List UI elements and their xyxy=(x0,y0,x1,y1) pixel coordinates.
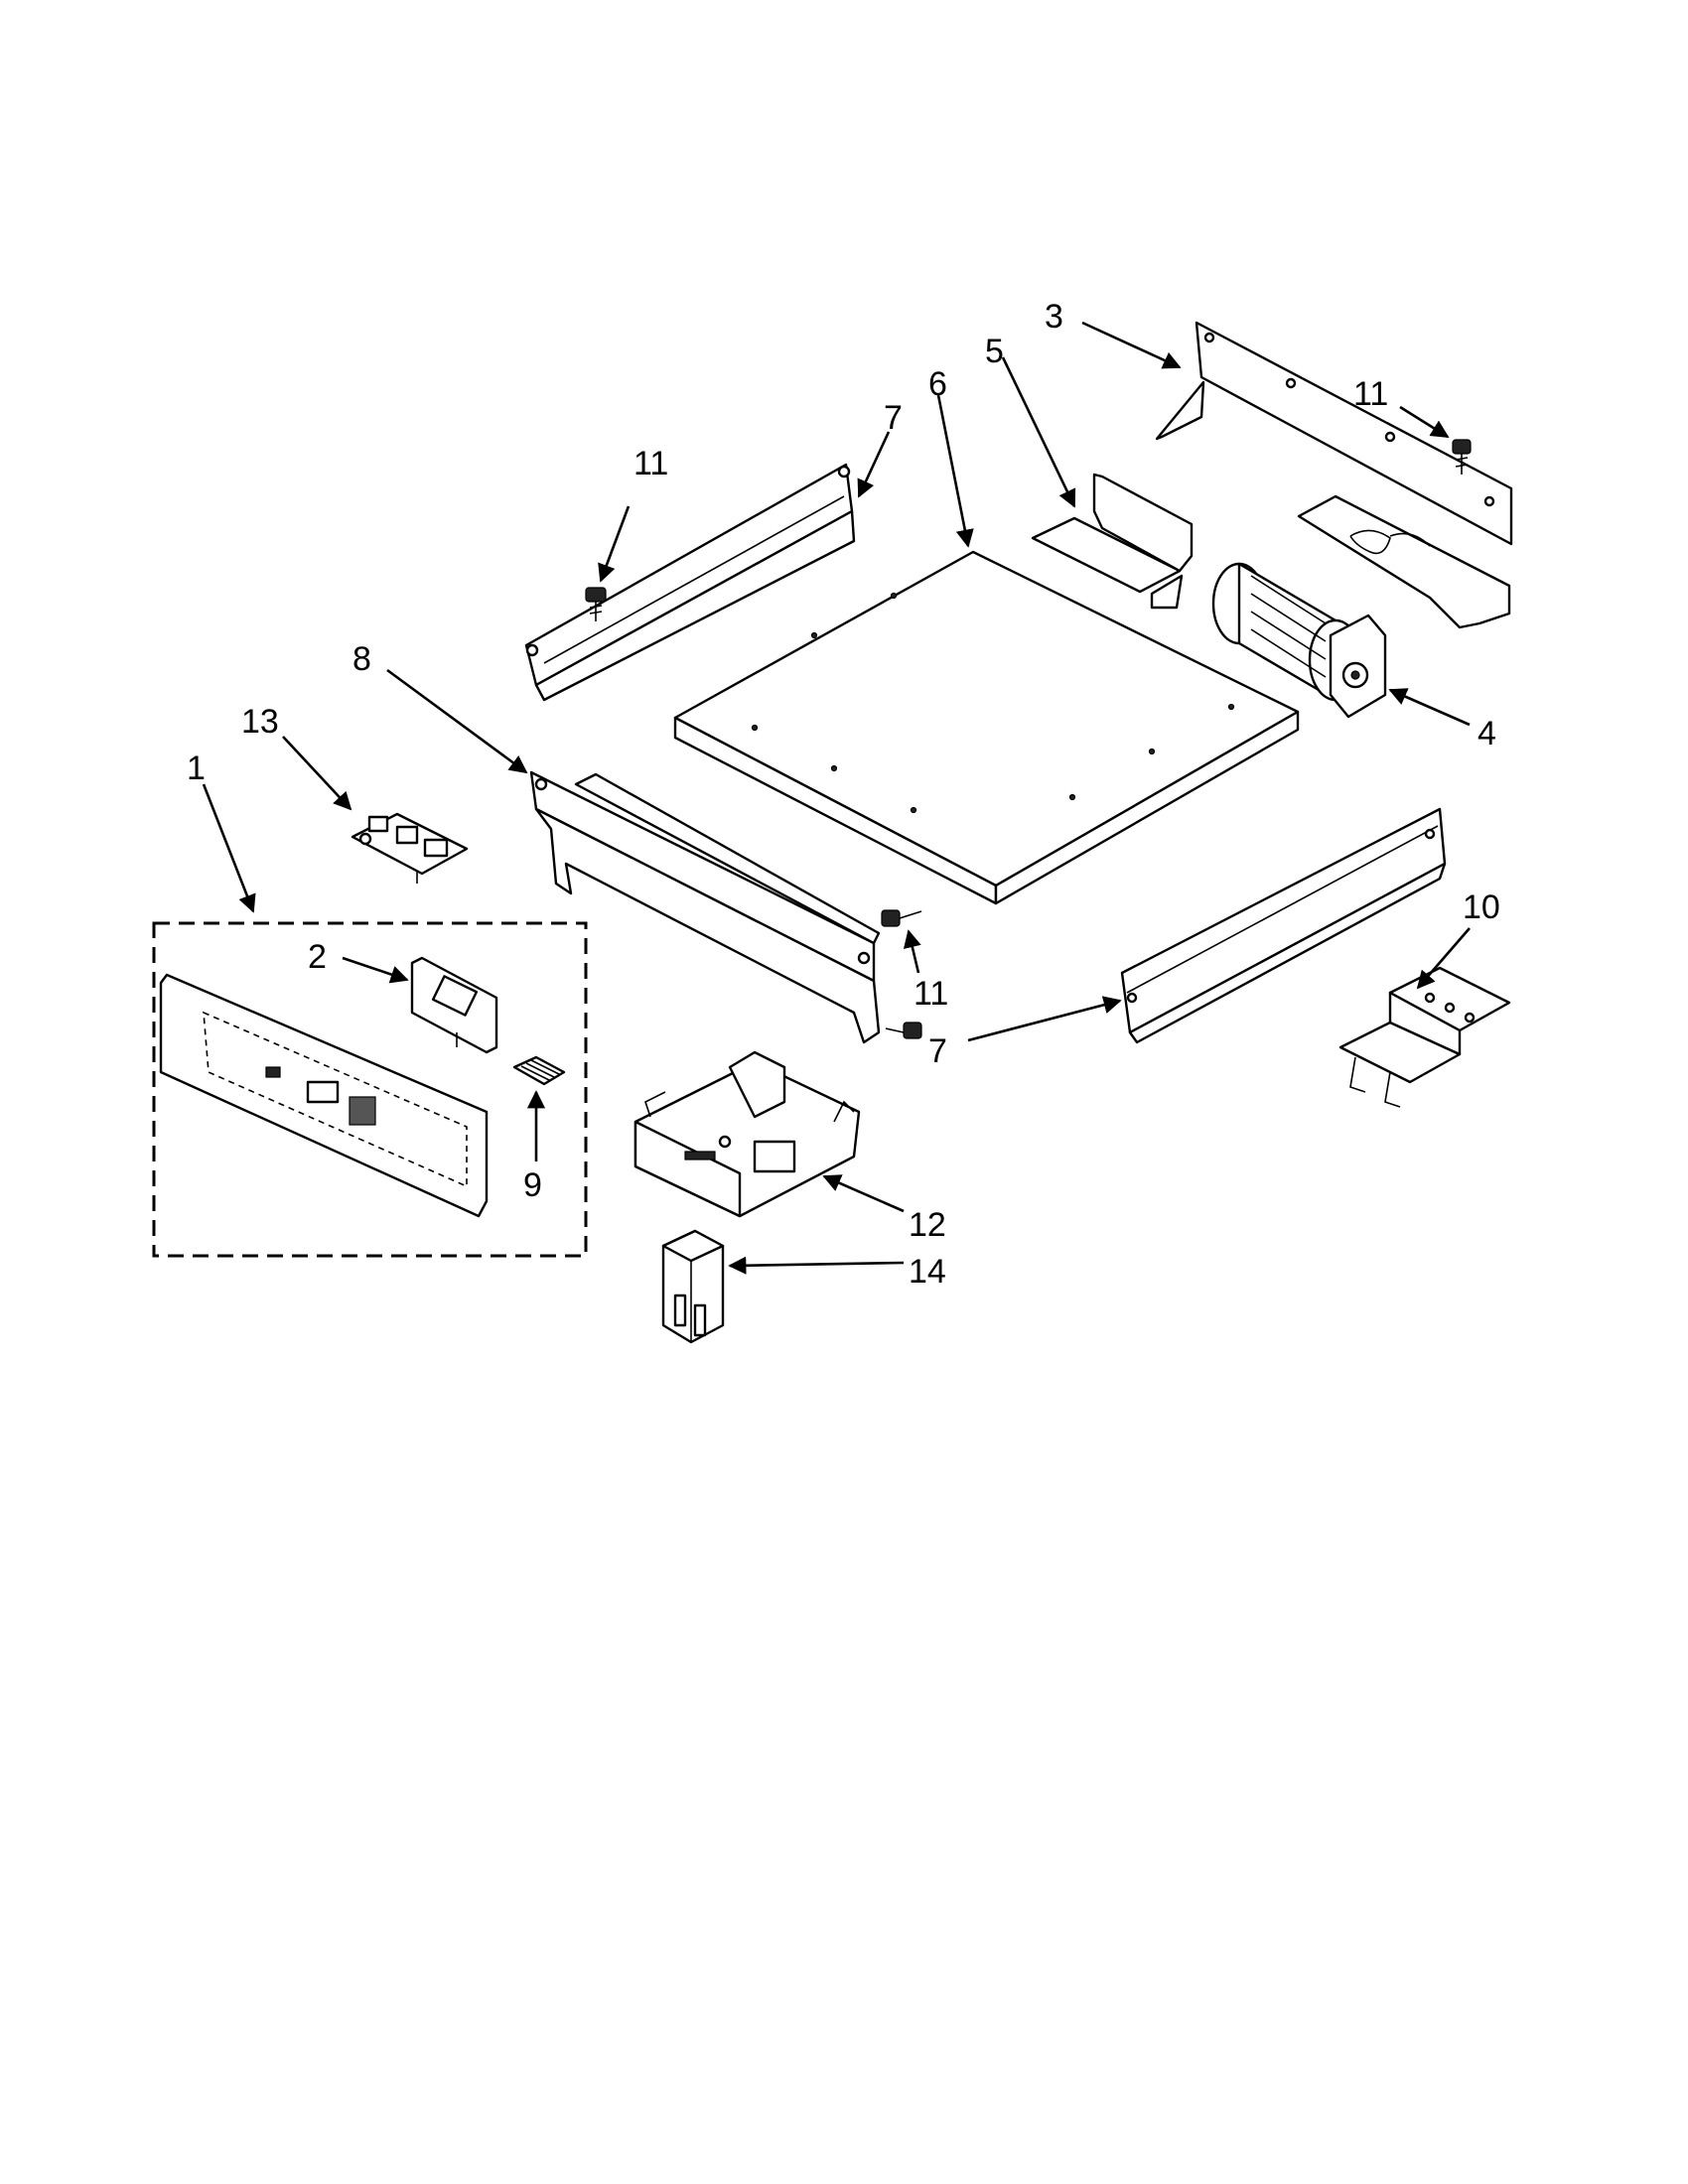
part-10-bracket xyxy=(1338,966,1511,1108)
callout-11-upper-right: 11 xyxy=(1353,375,1388,413)
callout-10: 10 xyxy=(1463,888,1500,926)
callout-11-upper-left: 11 xyxy=(633,445,668,482)
part-1-control-panel xyxy=(159,973,489,1218)
part-7-lower-rail xyxy=(1120,807,1447,1044)
part-7-upper-rail xyxy=(524,463,856,702)
callout-labels: 1 2 3 4 5 6 7 7 8 9 10 11 11 11 12 13 14 xyxy=(187,298,1500,1291)
leader-lines xyxy=(202,321,1471,1275)
callout-11-middle: 11 xyxy=(914,975,948,1013)
part-13-filter-board xyxy=(351,812,469,884)
callout-7-upper: 7 xyxy=(884,399,903,437)
callout-1: 1 xyxy=(187,750,206,787)
part-3-rear-panel xyxy=(1155,321,1513,629)
part-11-screw-upper-right xyxy=(1452,439,1472,475)
part-8-front-rail xyxy=(529,770,881,1044)
callout-12: 12 xyxy=(909,1206,946,1244)
callout-3: 3 xyxy=(1045,298,1063,336)
part-2-mount xyxy=(410,956,498,1054)
callout-6: 6 xyxy=(928,365,947,403)
callout-2: 2 xyxy=(308,938,327,976)
part-14-transformer xyxy=(661,1229,725,1344)
part-1-kit-outline xyxy=(152,921,588,1258)
part-11-screw-middle-2 xyxy=(885,1022,922,1039)
callout-4: 4 xyxy=(1477,715,1496,752)
part-9-grille xyxy=(512,1055,566,1086)
callout-8: 8 xyxy=(352,640,371,678)
part-11-screw-middle-1 xyxy=(881,909,922,927)
part-4-blower-fan xyxy=(1211,562,1387,719)
callout-7-lower: 7 xyxy=(928,1032,947,1070)
callout-13: 13 xyxy=(241,703,279,741)
part-6-top-panel xyxy=(673,550,1300,905)
callout-14: 14 xyxy=(909,1253,946,1291)
part-11-screw-upper-left xyxy=(585,587,607,621)
part-5-bracket xyxy=(1031,473,1194,610)
callout-5: 5 xyxy=(985,333,1004,370)
callout-9: 9 xyxy=(523,1166,542,1204)
part-12-control-board-tray xyxy=(633,1050,861,1218)
